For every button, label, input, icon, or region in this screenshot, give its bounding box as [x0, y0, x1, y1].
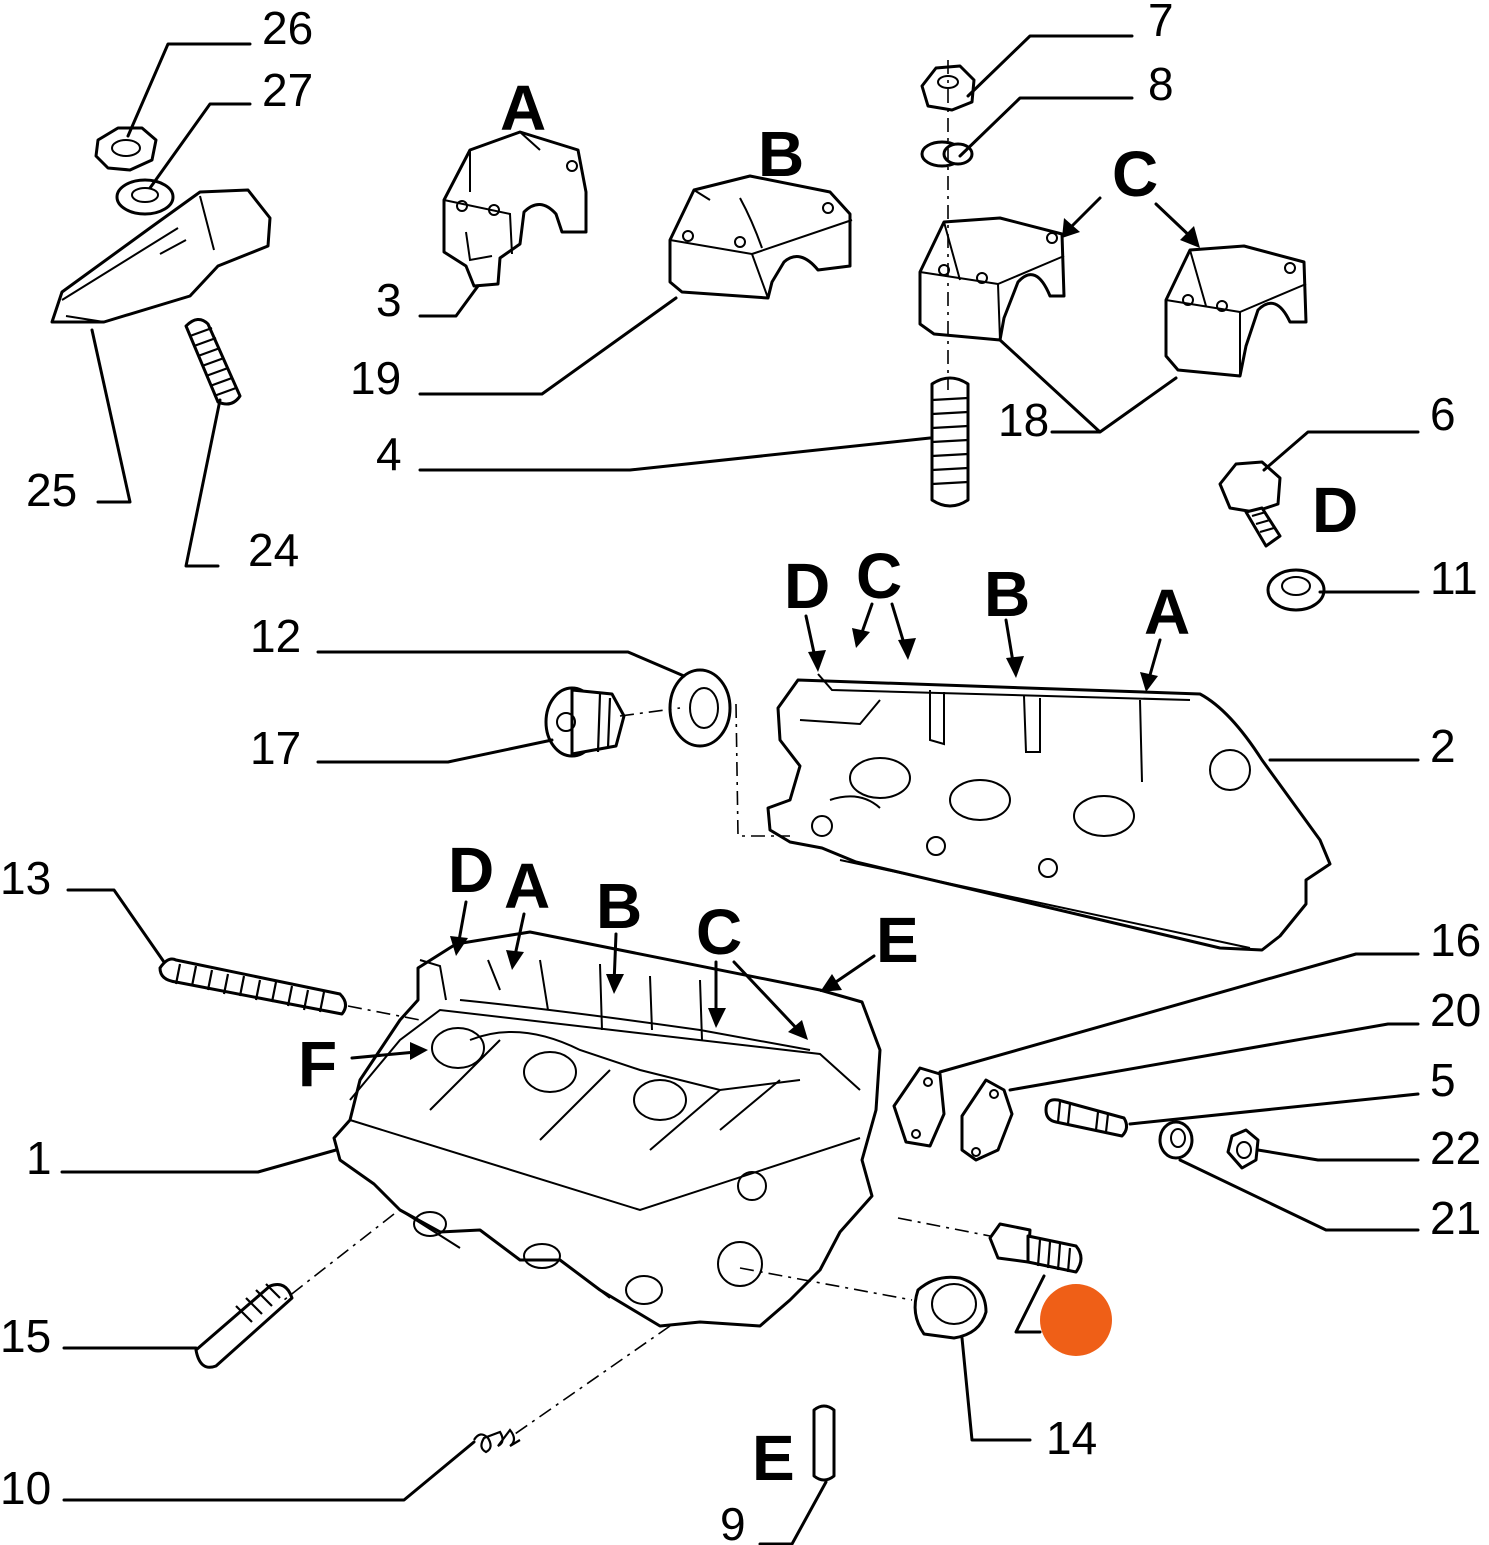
part-24-spring — [184, 318, 242, 406]
label-11: 11 — [1430, 552, 1478, 604]
part-26-nut — [94, 126, 158, 172]
label-9: 9 — [720, 1498, 746, 1545]
label-17: 17 — [250, 722, 301, 774]
label-22: 22 — [1430, 1122, 1481, 1174]
part-18-bearing-cap-c-2 — [1164, 244, 1308, 378]
label-4: 4 — [376, 428, 402, 480]
label-21: 21 — [1430, 1192, 1481, 1244]
letter-a-cap: A — [500, 72, 546, 144]
label-25: 25 — [26, 464, 77, 516]
part-11-washer — [1266, 568, 1326, 612]
label-3: 3 — [376, 274, 402, 326]
label-18: 18 — [998, 394, 1049, 446]
part-4-stud — [930, 376, 970, 508]
label-2: 2 — [1430, 720, 1456, 772]
part-highlighted-fitting — [988, 1222, 1083, 1274]
part-20-cover — [960, 1078, 1014, 1162]
letter-e-head1: E — [876, 904, 919, 976]
letter-d-washer: D — [1312, 474, 1358, 546]
label-13: 13 — [0, 852, 51, 904]
label-27: 27 — [262, 64, 313, 116]
letter-d-head1: D — [448, 834, 494, 906]
letter-f-head1: F — [298, 1028, 337, 1100]
letter-c-head1: C — [696, 896, 742, 968]
part-21-washer — [1158, 1120, 1194, 1160]
part-27-washer — [115, 178, 175, 216]
label-15: 15 — [0, 1310, 51, 1362]
part-15-stud — [194, 1283, 294, 1369]
label-20: 20 — [1430, 984, 1481, 1036]
part-13-long-stud — [158, 957, 347, 1016]
label-26: 26 — [262, 2, 313, 54]
letter-d-head2: D — [784, 550, 830, 622]
part-17-plug — [544, 686, 626, 758]
letter-a-head1: A — [504, 850, 550, 922]
label-6: 6 — [1430, 388, 1456, 440]
label-19: 19 — [350, 352, 401, 404]
part-18-bearing-cap-c-1 — [918, 216, 1066, 342]
letter-b-head1: B — [596, 870, 642, 942]
label-7: 7 — [1148, 0, 1174, 46]
part-19-bearing-cap-b — [668, 174, 853, 300]
part-2-cylinder-head-upper — [766, 673, 1332, 952]
part-1-cylinder-head-main — [332, 930, 882, 1328]
letter-c-head2: C — [856, 540, 902, 612]
part-6-bolt — [1218, 460, 1282, 548]
part-3-bearing-cap-a — [442, 130, 588, 288]
label-8: 8 — [1148, 58, 1174, 110]
part-8-washer — [920, 140, 974, 168]
part-14-core-plug — [913, 1275, 988, 1340]
label-10: 10 — [0, 1462, 51, 1514]
letter-b-cap: B — [758, 118, 804, 190]
label-24: 24 — [248, 524, 299, 576]
label-14: 14 — [1046, 1412, 1097, 1464]
orange-highlight-dot[interactable] — [1040, 1284, 1112, 1356]
letter-b-head2: B — [984, 558, 1030, 630]
part-12-seal — [668, 668, 732, 748]
assembly-center-lines — [283, 60, 991, 1437]
letter-a-head2: A — [1144, 576, 1190, 648]
letter-e-pin: E — [752, 1422, 795, 1494]
part-16-gasket — [892, 1066, 946, 1148]
letter-c-caps: C — [1112, 138, 1158, 210]
part-25-rocker-arm — [50, 188, 272, 324]
leader-lines — [60, 34, 1420, 1545]
group-letter-labels: A B C D D C B A D A B C E F E — [298, 72, 1358, 1494]
label-16: 16 — [1430, 914, 1481, 966]
part-9-pin — [812, 1404, 836, 1482]
label-12: 12 — [250, 610, 301, 662]
label-5: 5 — [1430, 1054, 1456, 1106]
part-10-spring — [473, 1428, 521, 1454]
part-5-stud — [1044, 1098, 1129, 1138]
label-1: 1 — [26, 1132, 52, 1184]
part-22-nut — [1226, 1128, 1260, 1170]
letter-arrows — [350, 196, 1200, 1060]
